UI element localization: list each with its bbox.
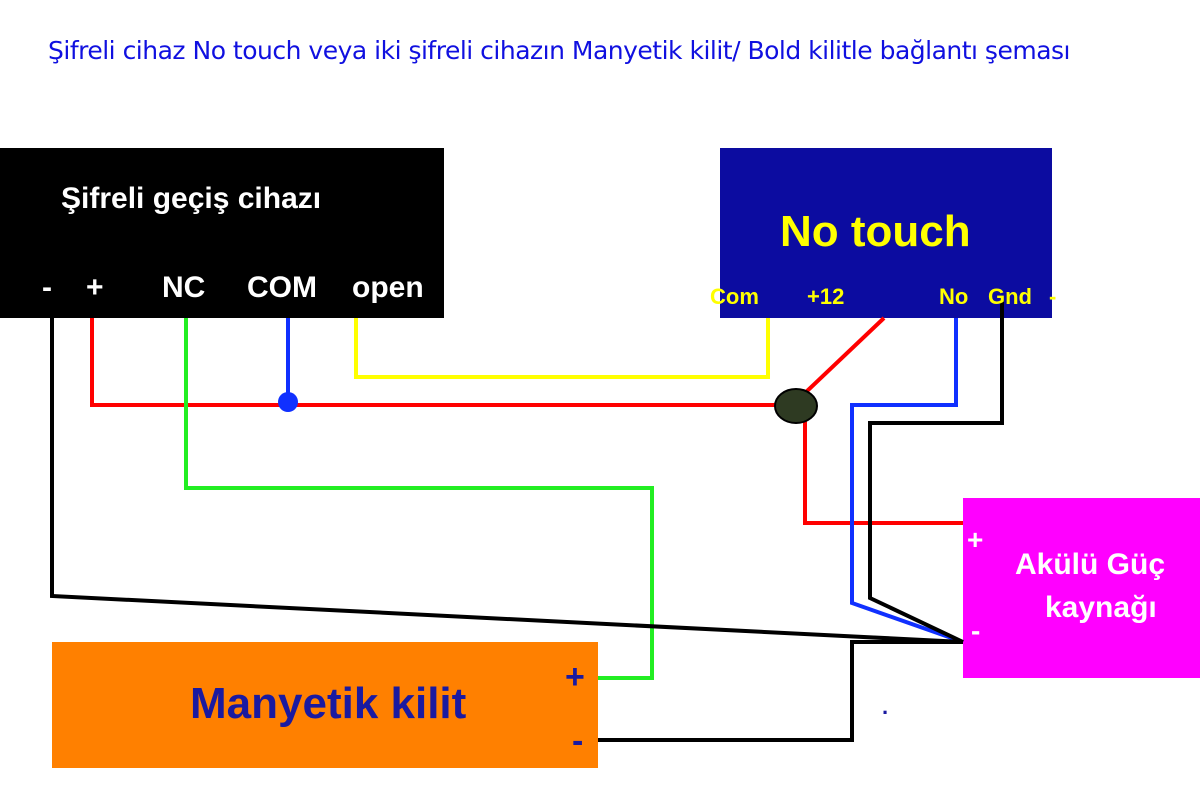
keypad-terminal-pos: + bbox=[86, 271, 104, 304]
keypad-terminal-nc: NC bbox=[162, 271, 205, 304]
wire-black-keypad-minus bbox=[50, 318, 964, 644]
wire-red-power-plus bbox=[803, 415, 963, 525]
com-dot bbox=[278, 392, 298, 412]
power-name-line1: Akülü Güç bbox=[1015, 548, 1165, 581]
wire-red-notouch-12v bbox=[803, 316, 886, 395]
power-box bbox=[963, 498, 1200, 678]
wire-yellow-open-com bbox=[354, 318, 770, 379]
notouch-terminal-12v: +12 bbox=[807, 284, 844, 309]
notouch-terminal-com: Com bbox=[710, 284, 759, 309]
wire-green-nc-lock bbox=[184, 318, 654, 680]
lock-name: Manyetik kilit bbox=[190, 679, 467, 728]
notouch-terminal-gnd: Gnd bbox=[988, 284, 1032, 309]
diagram-title: Şifreli cihaz No touch veya iki şifreli … bbox=[48, 36, 1070, 65]
keypad-terminal-com: COM bbox=[247, 271, 317, 304]
keypad-box bbox=[0, 148, 444, 318]
power-terminal-neg: - bbox=[971, 615, 980, 646]
junction-node bbox=[774, 388, 818, 424]
power-terminal-pos: + bbox=[967, 524, 983, 555]
wire-black-gnd-power bbox=[868, 300, 1004, 644]
power-name-line2: kaynağı bbox=[1045, 591, 1157, 624]
lock-box bbox=[52, 642, 598, 768]
wire-black-power-lock bbox=[598, 640, 963, 742]
lock-terminal-neg: - bbox=[572, 722, 583, 760]
notouch-box bbox=[720, 148, 1052, 318]
wire-blue-no-power bbox=[850, 318, 964, 644]
keypad-terminal-neg: - bbox=[42, 271, 52, 304]
stray-mark: . bbox=[882, 694, 888, 719]
lock-terminal-pos: + bbox=[565, 658, 585, 696]
keypad-name: Şifreli geçiş cihazı bbox=[61, 182, 321, 215]
wire-red-keypad-plus bbox=[90, 318, 795, 407]
notouch-terminal-minus: - bbox=[1049, 284, 1056, 309]
notouch-terminal-no: No bbox=[939, 284, 968, 309]
notouch-name: No touch bbox=[780, 207, 971, 256]
keypad-terminal-open: open bbox=[352, 271, 424, 304]
